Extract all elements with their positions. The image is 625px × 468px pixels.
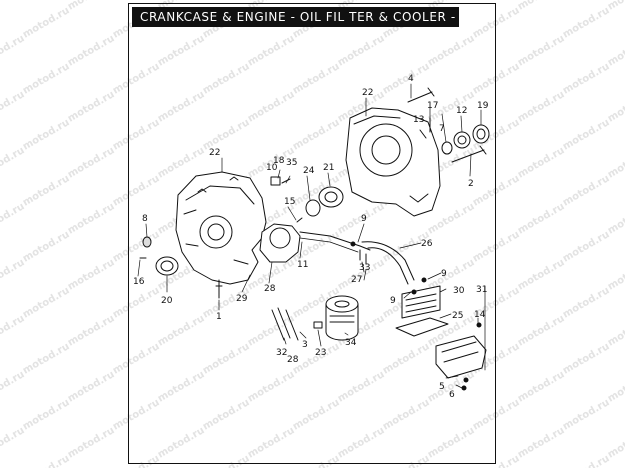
callout-35: 35 [286, 158, 297, 168]
callout-26: 26 [421, 239, 433, 249]
callout-19: 19 [477, 101, 489, 111]
clamp-9c [411, 289, 417, 295]
diagram-frame [128, 3, 496, 464]
clamp-9b [421, 277, 427, 283]
filter-adapter [259, 223, 301, 263]
callout-16: 16 [133, 277, 145, 287]
clamp-33 [359, 249, 367, 265]
callout-30: 30 [453, 286, 465, 296]
bolt-4 [407, 87, 435, 103]
callout-13: 13 [413, 115, 424, 125]
screw-6 [461, 385, 467, 391]
callout-25: 25 [452, 311, 463, 321]
callout-27: 27 [351, 275, 362, 285]
callout-22-right: 22 [362, 88, 373, 98]
callout-34: 34 [345, 338, 357, 348]
callout-4: 4 [408, 74, 414, 84]
callout-23: 23 [315, 348, 326, 358]
leader-lines [137, 83, 486, 389]
bolt-2 [451, 145, 487, 163]
callout-9-c: 9 [390, 296, 396, 306]
callout-10: 10 [266, 163, 278, 173]
plug-8 [142, 236, 152, 248]
callout-8: 8 [142, 214, 148, 224]
seal-12 [453, 131, 471, 149]
callout-5: 5 [439, 382, 445, 392]
cooler-cover-31 [435, 335, 487, 379]
hose-27 [299, 231, 371, 251]
oring-7 [441, 141, 453, 155]
callout-28-top: 28 [264, 284, 276, 294]
callout-24: 24 [303, 166, 315, 176]
callout-6: 6 [449, 390, 455, 400]
callout-15: 15 [284, 197, 295, 207]
cooler-bracket-25 [395, 317, 449, 337]
callout-31: 31 [476, 285, 487, 295]
studs-28-32 [271, 307, 299, 341]
callout-12: 12 [456, 106, 467, 116]
callout-11: 11 [297, 260, 308, 270]
callout-14: 14 [474, 310, 486, 320]
callout-22-left: 22 [209, 148, 220, 158]
callout-7: 7 [439, 124, 445, 134]
callout-3: 3 [302, 340, 308, 350]
retaining-ring-24 [305, 199, 321, 217]
fitting-15 [296, 217, 303, 223]
callout-28-bottom: 28 [287, 355, 299, 365]
callout-29: 29 [236, 294, 248, 304]
callout-9-b: 9 [441, 269, 447, 279]
seal-20 [155, 256, 179, 276]
screw-35 [281, 178, 291, 184]
callout-2: 2 [468, 179, 474, 189]
callout-32: 32 [276, 348, 287, 358]
hose-26 [361, 241, 415, 281]
callout-1: 1 [216, 312, 222, 322]
bearing-19 [472, 124, 490, 144]
washer-5 [463, 377, 469, 383]
diagram-title: CRANKCASE & ENGINE - OIL FIL TER & COOLE… [132, 7, 459, 27]
right-crankcase [345, 107, 441, 217]
fitting-10 [270, 176, 281, 186]
callout-9-a: 9 [361, 214, 367, 224]
callout-17: 17 [427, 101, 438, 111]
dowel-1 [215, 279, 223, 299]
left-crankcase [175, 171, 267, 285]
callout-33: 33 [359, 263, 370, 273]
nut-14 [476, 322, 482, 328]
clamp-9a [350, 241, 356, 247]
oil-cooler-30 [401, 285, 441, 319]
nipple-23 [313, 321, 323, 329]
bearing-21 [318, 186, 344, 208]
oil-filter-34 [325, 295, 359, 341]
callout-20: 20 [161, 296, 173, 306]
callout-21: 21 [323, 163, 334, 173]
callout-18: 18 [273, 156, 285, 166]
